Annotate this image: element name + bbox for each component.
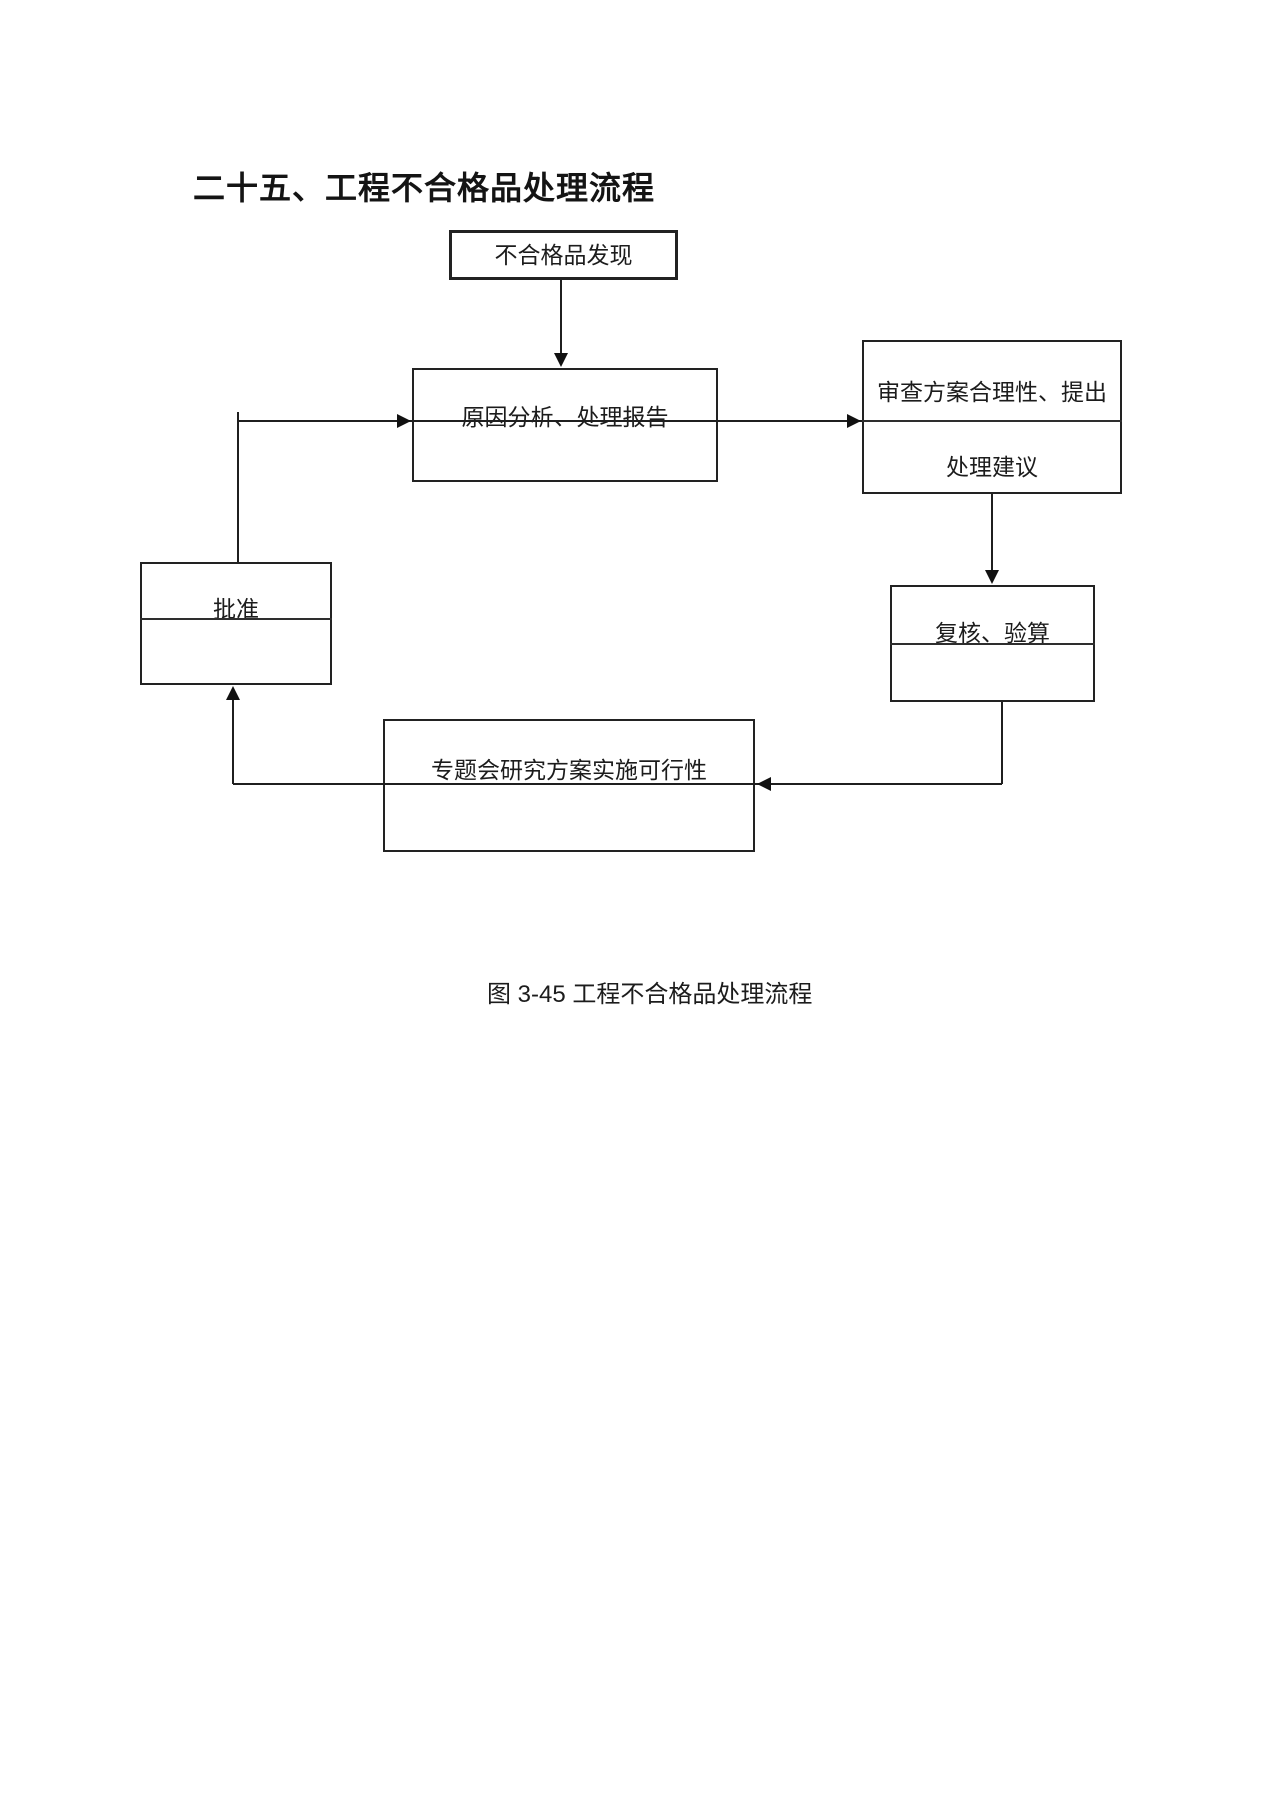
connector-meeting-to-approve-riser	[232, 690, 234, 784]
page-title: 二十五、工程不合格品处理流程	[193, 170, 656, 206]
node-label: 复核、验算	[935, 620, 1050, 646]
connector-approve-to-analysis-riser	[237, 412, 239, 562]
connector-meeting-horizontal	[233, 783, 1002, 785]
node-label-line1: 审查方案合理性、提出	[877, 379, 1107, 405]
connector-review-to-verify	[991, 494, 993, 573]
figure-caption: 图 3-45 工程不合格品处理流程	[487, 981, 813, 1008]
node-label: 不合格品发现	[494, 242, 633, 268]
arrowhead-into-meeting-icon	[757, 777, 771, 791]
node-label: 原因分析、处理报告	[461, 404, 669, 430]
node-label: 专题会研究方案实施可行性	[431, 757, 707, 783]
connector-approve-to-analysis-to-review-horizontal	[238, 420, 862, 422]
arrowhead-into-analysis-left-icon	[397, 414, 411, 428]
approve-node-rule-line	[140, 618, 332, 620]
flow-node-nonconforming-product-found: 不合格品发现	[449, 230, 678, 280]
connector-verify-to-meeting-drop	[1001, 702, 1003, 784]
node-label: 批准	[213, 596, 259, 622]
node-label-line2: 处理建议	[946, 454, 1038, 480]
verify-node-rule-line	[890, 643, 1095, 645]
flow-node-cause-analysis-report: 原因分析、处理报告	[412, 368, 718, 482]
arrowhead-into-verify-icon	[985, 570, 999, 584]
review-node-divider-line	[862, 420, 1122, 422]
connector-discover-to-analysis	[560, 280, 562, 356]
flow-node-review-plan-suggestions: 审查方案合理性、提出 处理建议	[862, 340, 1122, 494]
flow-node-approval: 批准	[140, 562, 332, 685]
flow-node-feasibility-meeting: 专题会研究方案实施可行性	[383, 719, 755, 852]
arrowhead-into-approve-icon	[226, 686, 240, 700]
arrowhead-into-review-icon	[847, 414, 861, 428]
arrowhead-into-analysis-top-icon	[554, 353, 568, 367]
